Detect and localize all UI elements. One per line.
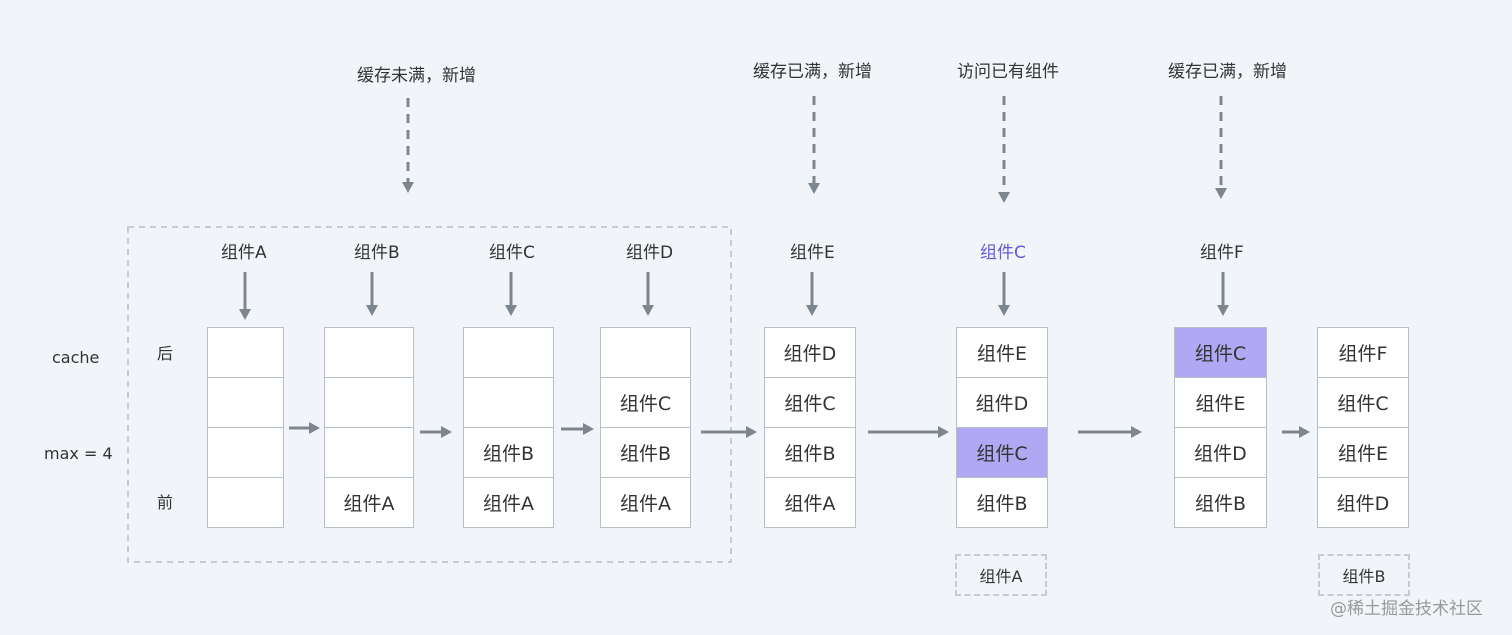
insert-arrow-e-head xyxy=(806,305,818,316)
caption-arrow-3-head xyxy=(998,192,1010,203)
stack-8-cell-3: 组件E xyxy=(1317,427,1409,478)
cache-label: cache xyxy=(52,348,100,367)
stack-2-cell-4: 组件A xyxy=(324,477,414,528)
stack-5-cell-3: 组件B xyxy=(764,427,856,478)
step-arrow-7-head xyxy=(1299,426,1310,438)
stack-7-cell-4: 组件B xyxy=(1174,477,1267,528)
incoming-component-d: 组件D xyxy=(626,243,674,263)
incoming-component-c: 组件C xyxy=(489,243,535,263)
stack-1-cell-2 xyxy=(207,377,284,428)
caption-arrow-2-head xyxy=(808,183,820,194)
evicted-component-b: 组件B xyxy=(1318,554,1410,596)
incoming-component-f: 组件F xyxy=(1200,243,1244,263)
stack-3-cell-3: 组件B xyxy=(463,427,554,478)
step-arrow-4-head xyxy=(746,426,757,438)
caption-not-full-add: 缓存未满，新增 xyxy=(357,66,476,86)
insert-arrow-a-head xyxy=(239,309,251,320)
stack-6-cell-3: 组件C xyxy=(956,427,1048,478)
insert-arrow-d-head xyxy=(642,305,654,316)
stack-6-cell-4: 组件B xyxy=(956,477,1048,528)
stack-4-cell-4: 组件A xyxy=(600,477,691,528)
stack-5-cell-1: 组件D xyxy=(764,327,856,378)
incoming-component-c-access: 组件C xyxy=(980,243,1026,263)
stack-4-cell-3: 组件B xyxy=(600,427,691,478)
step-arrow-1-head xyxy=(309,422,320,434)
incoming-component-a: 组件A xyxy=(221,243,267,263)
stack-3-cell-2 xyxy=(463,377,554,428)
stack-2-cell-2 xyxy=(324,377,414,428)
stack-2-cell-3 xyxy=(324,427,414,478)
incoming-component-b: 组件B xyxy=(354,243,400,263)
stack-2-cell-1 xyxy=(324,327,414,378)
insert-arrow-c-access-head xyxy=(998,305,1010,316)
stack-3-cell-4: 组件A xyxy=(463,477,554,528)
not-full-group-box xyxy=(127,226,732,563)
insert-arrow-b-head xyxy=(366,305,378,316)
insert-arrow-f-head xyxy=(1217,305,1229,316)
stack-1-cell-1 xyxy=(207,327,284,378)
caption-full-add-2: 缓存已满，新增 xyxy=(1168,62,1287,82)
step-arrow-6-head xyxy=(1131,426,1142,438)
stack-1-cell-4 xyxy=(207,477,284,528)
stack-8-cell-4: 组件D xyxy=(1317,477,1409,528)
step-arrow-3-head xyxy=(583,423,594,435)
stack-7-cell-2: 组件E xyxy=(1174,377,1267,428)
insert-arrow-c-head xyxy=(505,305,517,316)
caption-arrow-1-head xyxy=(402,182,414,193)
caption-access-existing: 访问已有组件 xyxy=(957,62,1059,82)
stack-5-cell-2: 组件C xyxy=(764,377,856,428)
stack-7-cell-3: 组件D xyxy=(1174,427,1267,478)
stack-4-cell-2: 组件C xyxy=(600,377,691,428)
stack-8-cell-1: 组件F xyxy=(1317,327,1409,378)
max-label: max = 4 xyxy=(44,444,113,463)
caption-arrow-4-head xyxy=(1215,188,1227,199)
watermark: @稀土掘金技术社区 xyxy=(1330,599,1483,619)
stack-5-cell-4: 组件A xyxy=(764,477,856,528)
stack-8-cell-2: 组件C xyxy=(1317,377,1409,428)
back-label: 后 xyxy=(157,344,174,363)
front-label: 前 xyxy=(157,493,174,512)
step-arrow-5-head xyxy=(938,426,949,438)
stack-3-cell-1 xyxy=(463,327,554,378)
evicted-component-a: 组件A xyxy=(955,554,1047,596)
stack-6-cell-1: 组件E xyxy=(956,327,1048,378)
stack-1-cell-3 xyxy=(207,427,284,478)
incoming-component-e: 组件E xyxy=(790,243,835,263)
stack-6-cell-2: 组件D xyxy=(956,377,1048,428)
stack-4-cell-1 xyxy=(600,327,691,378)
stack-7-cell-1: 组件C xyxy=(1174,327,1267,378)
step-arrow-2-head xyxy=(441,426,452,438)
caption-full-add-1: 缓存已满，新增 xyxy=(753,62,872,82)
